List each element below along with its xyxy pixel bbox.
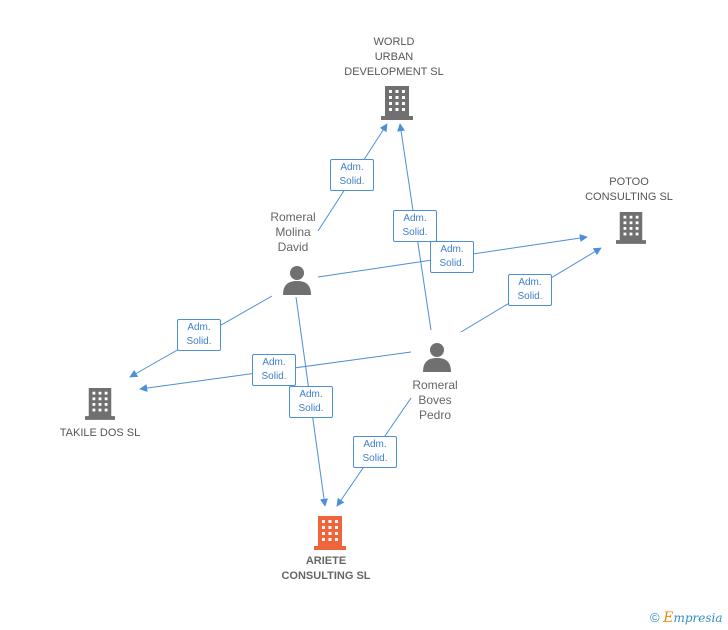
- building-icon[interactable]: [616, 210, 646, 244]
- company-name-line: DEVELOPMENT SL: [344, 66, 444, 78]
- edge-label-line: Solid.: [402, 227, 428, 238]
- building-icon[interactable]: [85, 386, 115, 420]
- edge-label-boves-world: Adm. Solid.: [393, 210, 437, 242]
- person-name-line: Romeral: [412, 378, 458, 392]
- edge-label-molina-takile: Adm. Solid.: [177, 319, 221, 351]
- person-icon[interactable]: [422, 342, 452, 372]
- person-name-line: Romeral: [270, 210, 316, 224]
- edge-label-boves-takile: Adm. Solid.: [252, 354, 296, 386]
- edge-label-line: Adm.: [187, 322, 211, 333]
- building-icon[interactable]: [381, 84, 413, 120]
- company-label-potoo[interactable]: POTOO CONSULTING SL: [574, 175, 684, 205]
- edge-label-line: Solid.: [261, 371, 287, 382]
- edge-label-molina-world: Adm. Solid.: [330, 159, 374, 191]
- edge-label-line: Solid.: [362, 453, 388, 464]
- person-name-line: Molina: [275, 225, 311, 239]
- empresia-logo[interactable]: Empresia: [663, 610, 723, 626]
- company-label-takile[interactable]: TAKILE DOS SL: [40, 426, 160, 441]
- company-name-line: WORLD: [373, 36, 415, 48]
- edge-label-line: Solid.: [339, 176, 365, 187]
- logo-text: mpresia: [673, 611, 723, 625]
- company-label-world-urban[interactable]: WORLD URBAN DEVELOPMENT SL: [334, 35, 454, 80]
- edge-label-line: Adm.: [299, 389, 323, 400]
- edge-label-line: Solid.: [439, 258, 465, 269]
- footer-brand: © Empresia: [650, 610, 723, 626]
- edge-label-line: Solid.: [186, 336, 212, 347]
- edge-label-line: Adm.: [403, 213, 427, 224]
- edge-label-boves-ariete: Adm. Solid.: [353, 436, 397, 468]
- copyright-symbol: ©: [650, 610, 660, 625]
- edge-label-line: Adm.: [440, 244, 464, 255]
- building-icon[interactable]: [314, 514, 346, 550]
- person-name-line: Boves: [418, 393, 452, 407]
- edge-label-molina-ariete: Adm. Solid.: [289, 386, 333, 418]
- edge-label-line: Adm.: [340, 162, 364, 173]
- company-name-line: CONSULTING SL: [281, 570, 371, 582]
- person-name-line: David: [277, 240, 309, 254]
- company-name-line: CONSULTING SL: [585, 191, 673, 203]
- edge-label-line: Solid.: [517, 291, 543, 302]
- edge-label-line: Adm.: [518, 277, 542, 288]
- edge-label-line: Adm.: [363, 439, 387, 450]
- company-label-ariete[interactable]: ARIETE CONSULTING SL: [266, 554, 386, 584]
- edge-label-line: Adm.: [262, 357, 286, 368]
- logo-letter: E: [663, 610, 674, 626]
- person-label-romeral-molina[interactable]: Romeral Molina David: [248, 210, 338, 255]
- company-name-line: TAKILE DOS SL: [59, 427, 141, 439]
- person-label-romeral-boves[interactable]: Romeral Boves Pedro: [390, 378, 480, 423]
- company-name-line: ARIETE: [305, 555, 347, 567]
- person-icon[interactable]: [282, 265, 312, 295]
- company-name-line: POTOO: [609, 176, 649, 188]
- person-name-line: Pedro: [418, 408, 452, 422]
- edge-label-boves-potoo: Adm. Solid.: [508, 274, 552, 306]
- edge-label-molina-potoo: Adm. Solid.: [430, 241, 474, 273]
- edge-label-line: Solid.: [298, 403, 324, 414]
- company-name-line: URBAN: [374, 51, 414, 63]
